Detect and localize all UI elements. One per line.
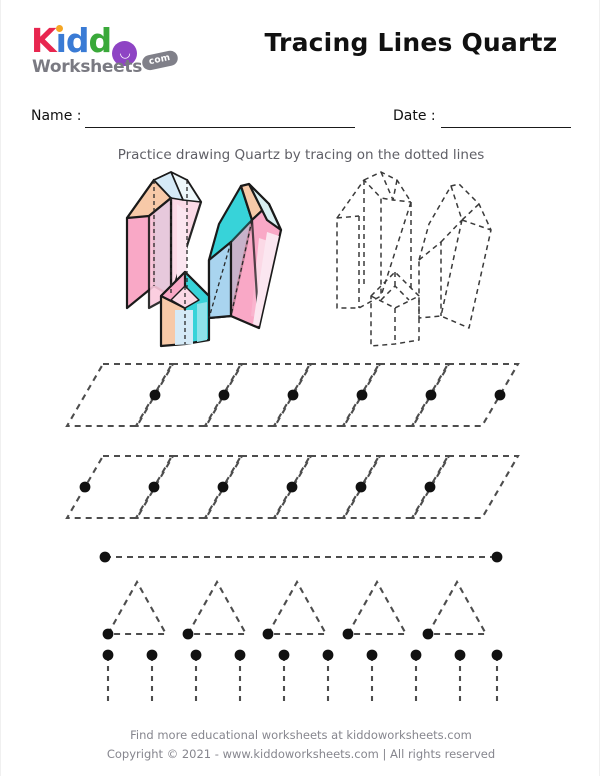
start-dot — [278, 649, 290, 661]
footer-promo-text: Find more educational worksheets at kidd… — [130, 728, 472, 742]
start-dot — [494, 389, 506, 401]
start-dot — [262, 628, 274, 640]
page-footer: Find more educational worksheets at kidd… — [1, 726, 600, 764]
start-dot — [102, 649, 114, 661]
trace-shape-parallelogram — [410, 362, 520, 428]
quartz-colored-illustration — [125, 171, 283, 348]
quartz-dotted-outline — [336, 171, 492, 347]
trace-shape-triangle — [186, 579, 248, 636]
logo-subtext: Worksheets — [32, 57, 143, 77]
start-dot — [342, 628, 354, 640]
horizontal-line-row[interactable] — [1, 540, 600, 574]
parallelogram-row-1[interactable] — [1, 356, 600, 444]
trace-shape-parallelogram — [134, 454, 244, 520]
trace-shape-parallelogram — [272, 362, 382, 428]
start-dot-group — [102, 649, 503, 661]
start-dot — [234, 649, 246, 661]
parallelogram-row-2[interactable] — [1, 446, 600, 536]
trace-shape-parallelogram — [65, 454, 175, 520]
start-dot — [190, 649, 202, 661]
date-label: Date : — [393, 108, 436, 124]
start-dot — [454, 649, 466, 661]
trace-shape-triangle — [346, 579, 408, 636]
logo-letter-i: ı — [55, 21, 67, 60]
start-dot — [99, 551, 111, 563]
start-dot-group — [102, 628, 434, 640]
start-dot — [322, 649, 334, 661]
start-dot-group — [149, 389, 506, 401]
start-dot — [218, 389, 230, 401]
start-dot — [366, 649, 378, 661]
brand-logo[interactable]: Kıdd◡ Worksheets com — [31, 24, 211, 86]
trace-shape-parallelogram — [272, 454, 382, 520]
logo-letter-d1: d — [65, 21, 90, 60]
name-label: Name : — [31, 108, 82, 124]
start-dot — [424, 481, 436, 493]
student-info-row: Name : Date : — [1, 108, 600, 134]
trace-shape-triangle — [106, 579, 168, 636]
start-dot — [286, 481, 298, 493]
start-dot — [425, 389, 437, 401]
trace-shape-parallelogram — [410, 454, 520, 520]
logo-letter-o-smiley-icon: ◡ — [112, 41, 138, 66]
start-dot — [355, 481, 367, 493]
illustration-row — [1, 168, 600, 353]
trace-shape-triangle — [426, 579, 488, 636]
start-dot — [287, 389, 299, 401]
trace-shape-parallelogram — [203, 362, 313, 428]
page-title: Tracing Lines Quartz — [264, 28, 558, 57]
start-dot — [148, 481, 160, 493]
end-dot — [491, 551, 503, 563]
page-header: Kıdd◡ Worksheets com Tracing Lines Quart… — [1, 0, 600, 100]
instruction-text: Practice drawing Quartz by tracing on th… — [117, 147, 485, 163]
logo-letter-d2: d — [88, 21, 113, 60]
logo-wordmark: Kıdd◡ — [31, 21, 138, 66]
logo-com-badge: com — [140, 49, 179, 72]
trace-shape-parallelogram — [65, 362, 175, 428]
start-dot — [410, 649, 422, 661]
start-dot-group — [79, 481, 436, 493]
start-dot — [79, 481, 91, 493]
triangle-row[interactable] — [1, 576, 600, 644]
logo-i-dot-icon — [56, 25, 63, 32]
trace-shape-parallelogram — [341, 362, 451, 428]
logo-letter-k: K — [31, 21, 57, 60]
start-dot — [217, 481, 229, 493]
trace-shape-parallelogram — [203, 454, 313, 520]
footer-copyright-text: Copyright © 2021 - www.kiddoworksheets.c… — [106, 747, 496, 761]
start-dot — [422, 628, 434, 640]
trace-shape-parallelogram — [341, 454, 451, 520]
start-dot — [102, 628, 114, 640]
trace-shape-triangle — [266, 579, 328, 636]
start-dot — [146, 649, 158, 661]
start-dot — [182, 628, 194, 640]
name-input-rule[interactable] — [85, 127, 355, 128]
start-dot — [491, 649, 503, 661]
start-dot — [356, 389, 368, 401]
start-dot — [149, 389, 161, 401]
date-input-rule[interactable] — [441, 127, 571, 128]
trace-shape-parallelogram — [134, 362, 244, 428]
vertical-stroke-row[interactable] — [1, 646, 600, 708]
